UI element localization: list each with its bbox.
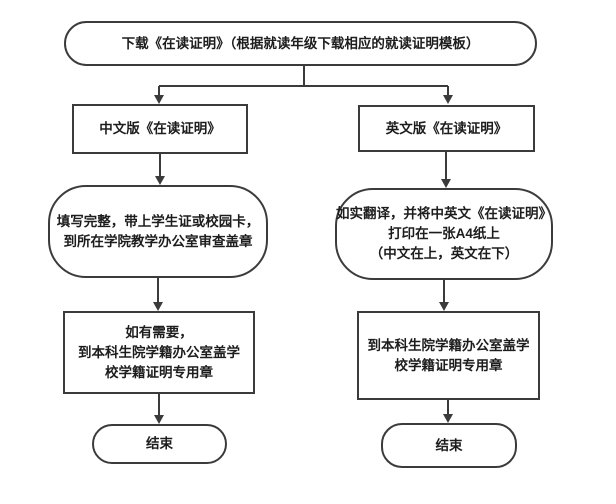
node-start: 下载《在读证明》（根据就读年级下载相应的就读证明模板） [64,21,537,66]
node-english-stamp-line1: 到本科生院学籍办公室盖学 [367,337,530,353]
node-chinese-stamp-line3: 校学籍证明专用章 [105,364,213,380]
arrowhead-split-left [154,95,164,104]
arrowhead-cn-process-stamp [153,302,163,311]
node-english-process-line3: （中文在上，英文在下） [369,246,519,261]
arrowhead-cn-version-process [155,176,165,185]
node-chinese-end: 结束 [92,424,227,464]
node-english-end-label: 结束 [435,437,463,453]
node-chinese-stamp: 如有需要， 到本科生院学籍办公室盖学 校学籍证明专用章 [63,311,255,394]
node-start-label: 下载《在读证明》（根据就读年级下载相应的就读证明模板） [121,35,480,51]
arrowhead-split-right [443,95,453,104]
node-english-process: 如实翻译，并将中英文《在读证明》 打印在一张A4纸上 （中文在上，英文在下） [335,188,553,280]
arrowhead-en-stamp-end [443,414,453,423]
node-english-version-label: 英文版《在读证明》 [385,120,508,136]
arrowhead-cn-stamp-end [154,415,164,424]
node-chinese-end-label: 结束 [146,436,173,451]
node-english-process-line1: 如实翻译，并将中英文《在读证明》 [336,206,552,221]
node-english-stamp-line2: 校学籍证明专用章 [394,357,503,373]
node-english-end: 结束 [381,423,517,468]
node-english-stamp: 到本科生院学籍办公室盖学 校学籍证明专用章 [357,311,540,400]
node-chinese-process-line2: 到所在学院教学办公室审查盖章 [63,233,253,249]
arrowhead-en-version-process [441,179,451,188]
node-english-process-line2: 打印在一张A4纸上 [388,226,500,241]
node-chinese-stamp-line1: 如有需要， [125,324,193,340]
node-chinese-process-line1: 填写完整，带上学生证或校园卡， [56,213,260,229]
node-chinese-stamp-line2: 到本科生院学籍办公室盖学 [78,344,240,360]
node-chinese-process: 填写完整，带上学生证或校园卡， 到所在学院教学办公室审查盖章 [48,185,268,278]
arrowhead-en-process-stamp [439,302,449,311]
node-english-version: 英文版《在读证明》 [358,105,535,152]
node-chinese-version-label: 中文版《在读证明》 [99,121,221,136]
node-chinese-version: 中文版《在读证明》 [72,104,248,154]
